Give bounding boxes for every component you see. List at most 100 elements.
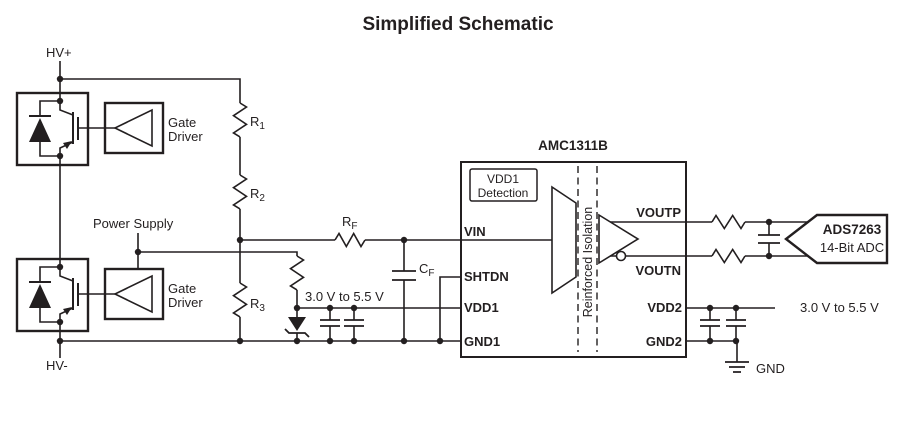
isolation-barrier-dashed-lines [577,166,598,352]
r3-label: R3 [250,296,265,314]
vdd1-detection-label-line1: VDD1 [487,172,519,186]
r1-label: R1 [250,114,265,132]
reinforced-isolation-label: Reinforced Isolation [581,207,595,318]
ground-symbol-icon [725,361,749,373]
zener-triangle [288,317,306,331]
gnd-label: GND [756,361,785,376]
supply-range-left-label: 3.0 V to 5.5 V [305,289,384,304]
diode1-triangle [29,118,51,142]
igbt2-bars [72,278,79,310]
diff-capacitor [758,234,780,244]
vdd2-capacitor-1 [700,319,720,327]
gnd2-wire [686,340,738,362]
shtdn-tie [439,276,461,341]
amc1311b-name-label: AMC1311B [538,138,608,153]
page-title: Simplified Schematic [362,14,554,35]
junction-dot [436,337,444,345]
pin-label-vdd2: VDD2 [647,300,682,315]
bypass-capacitor-2 [344,319,364,327]
wires [39,61,809,362]
adc-name-label: ADS7263 [823,222,882,237]
zener-diode [284,317,310,338]
r2-label: R2 [250,186,265,204]
supply-range-right-label: 3.0 V to 5.5 V [800,300,879,315]
junction-dot [350,337,358,345]
resistor-voutp [711,213,746,231]
junction-dot [400,236,408,244]
pin-label-shtdn: SHTDN [464,269,509,284]
vdd2-capacitor-2 [726,319,746,327]
resistors [232,102,746,318]
junction-dot [236,337,244,345]
capacitors [320,234,780,327]
resistor-supply [289,255,305,291]
gate-driver-top-label-line2: Driver [168,129,203,144]
vdd1-detection-box [469,168,538,202]
diode2-triangle [29,284,51,308]
junction-dot [293,304,301,312]
zener-bar [284,328,310,338]
pin-label-voutn: VOUTN [636,263,682,278]
top-rail-to-r1 [60,78,241,103]
rf-label: RF [342,214,358,232]
vdd1-detection-label-line2: Detection [478,186,529,200]
igbt2-internal-wires [39,266,115,323]
adc-tag-shape [784,213,889,265]
gate-driver-top-triangle-icon [113,108,153,148]
igbt1-emitter-arrow [63,141,72,149]
resistor-r3 [232,282,248,318]
pin-label-vdd1: VDD1 [464,300,499,315]
junction-dot [400,337,408,345]
resistor-r2 [232,174,248,210]
adc-desc-label: 14-Bit ADC [820,240,884,255]
igbt-module-bottom-box [15,257,90,333]
junction-dot [706,304,714,312]
junction-dot [134,248,142,256]
gate-driver-bottom-label-line1: Gate [168,281,196,296]
junction-dot [765,218,773,226]
bypass-capacitor-1 [320,319,340,327]
resistor-r1 [232,102,248,138]
junction-dot [293,337,301,345]
junction-dot [350,304,358,312]
junction-dot [236,236,244,244]
igbt-symbols [29,115,72,315]
junction-dot [732,337,740,345]
junction-dot [56,75,64,83]
junction-dot [732,304,740,312]
hv-minus-label: HV- [46,358,68,373]
junction-dot [56,97,64,105]
capacitor-cf [392,270,416,281]
resistor-voutn [711,247,746,265]
junction-dot [56,152,64,160]
resistor-rf [334,231,366,249]
cf-label: CF [419,261,435,279]
pin-label-vin: VIN [464,224,486,239]
junction-dot [56,318,64,326]
junction-dot [56,337,64,345]
gate-driver-top-label-line1: Gate [168,115,196,130]
junction-dot [326,304,334,312]
pin-label-gnd2: GND2 [646,334,682,349]
pin-label-voutp: VOUTP [636,205,681,220]
igbt2-emitter-arrow [63,307,72,315]
junction-dots [56,75,773,345]
inverting-output-bubble-icon [615,250,627,262]
igbt-module-top-box [15,91,90,167]
power-supply-label: Power Supply [93,216,174,231]
vdd2-cap-stubs [709,308,737,341]
igbt1-bars [72,112,79,144]
junction-dot [706,337,714,345]
junction-dot [326,337,334,345]
output-amplifier-triangle-icon [598,213,640,265]
gate-driver-bottom-triangle-icon [113,274,153,314]
modulator-trapezoid-icon [551,185,577,295]
junction-dot [56,263,64,271]
power-supply-branch [138,251,298,256]
pin-label-gnd1: GND1 [464,334,500,349]
igbt1-internal-wires [39,100,115,157]
junction-dot [765,252,773,260]
gate-driver-bottom-label-line2: Driver [168,295,203,310]
